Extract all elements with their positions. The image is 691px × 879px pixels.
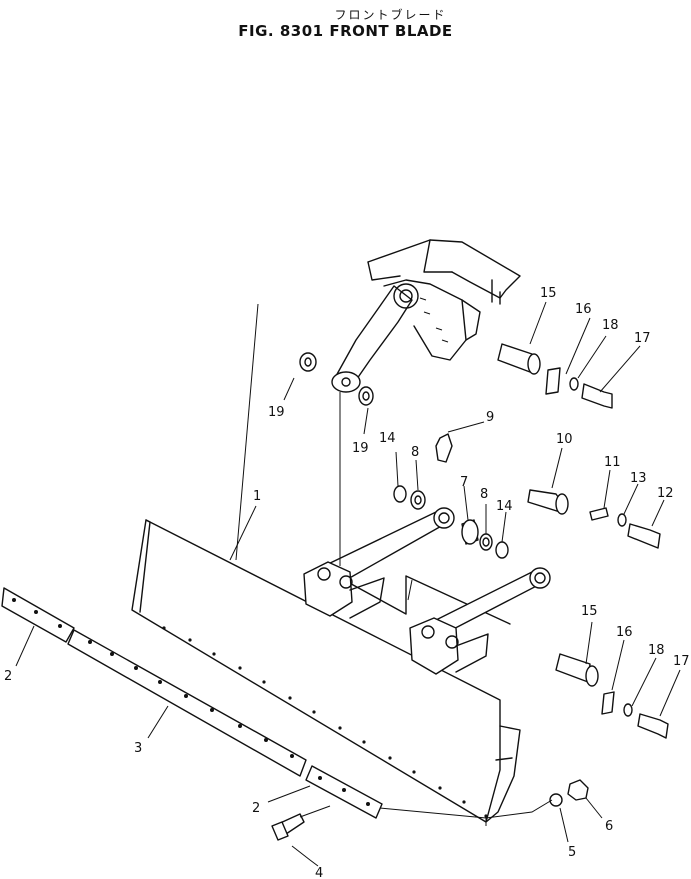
callout-18-lower: 18 [648, 643, 665, 658]
callout-8-upper: 8 [411, 445, 419, 460]
callout-19-right: 19 [352, 441, 369, 456]
callout-18-upper: 18 [602, 318, 619, 333]
callout-15-upper: 15 [540, 286, 557, 301]
push-arms [303, 507, 551, 675]
callout-3: 3 [134, 741, 142, 756]
cutting-edges [1, 587, 383, 819]
callout-16-lower: 16 [616, 625, 633, 640]
callout-6: 6 [605, 819, 613, 834]
callout-16-upper: 16 [575, 302, 592, 317]
callout-10: 10 [556, 432, 573, 447]
callout-1: 1 [253, 489, 261, 504]
callout-7: 7 [460, 475, 468, 490]
figure-subtitle-japanese: フロントブレード [334, 8, 447, 22]
callout-4: 4 [315, 866, 323, 879]
callout-14-upper: 14 [379, 431, 396, 446]
leader-lines [15, 301, 681, 867]
callout-17-lower: 17 [673, 654, 690, 669]
blade-bolt-holes [162, 626, 488, 818]
callout-13: 13 [630, 471, 647, 486]
callout-9: 9 [486, 410, 494, 425]
callout-12: 12 [657, 486, 674, 501]
callout-15-lower: 15 [581, 604, 598, 619]
hardware-parts [271, 343, 669, 841]
callout-14-lower: 14 [496, 499, 513, 514]
callout-17-upper: 17 [634, 331, 651, 346]
machine-frame [331, 239, 521, 393]
callout-5: 5 [568, 845, 576, 860]
callout-labels: 1 2 2 3 4 5 6 7 8 8 9 10 11 12 13 14 14 … [4, 286, 690, 879]
callout-19-left: 19 [268, 405, 285, 420]
callout-2-left: 2 [4, 669, 12, 684]
figure-title: FIG. 8301 FRONT BLADE [238, 22, 453, 40]
callout-8-lower: 8 [480, 487, 488, 502]
callout-2-right: 2 [252, 801, 260, 816]
callout-11: 11 [604, 455, 621, 470]
